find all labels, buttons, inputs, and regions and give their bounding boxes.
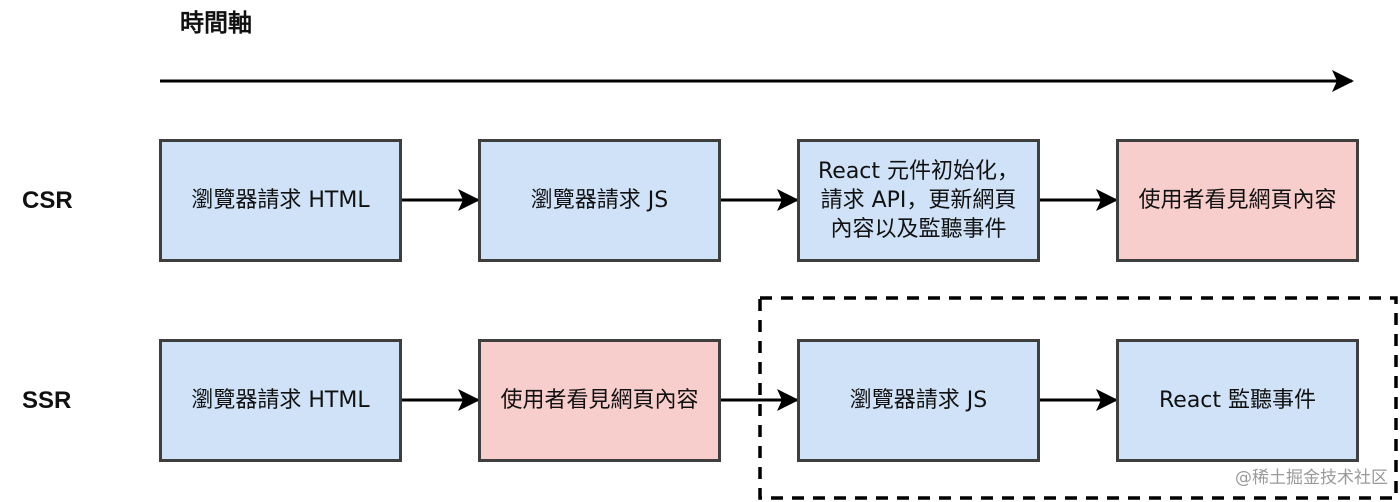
watermark: @稀土掘金技术社区: [1235, 468, 1388, 488]
timeline-title: 時間軸: [180, 9, 252, 37]
row-label-ssr: SSR: [22, 387, 72, 414]
ssr-step-react-listen-events: React 監聽事件: [1116, 339, 1359, 462]
csr-step-react-init-fetch-api: React 元件初始化， 請求 API，更新網頁 內容以及監聽事件: [797, 139, 1040, 262]
csr-step-user-sees-content: 使用者看見網頁內容: [1116, 139, 1359, 262]
csr-step-browser-request-html: 瀏覽器請求 HTML: [159, 139, 402, 262]
csr-step-browser-request-js: 瀏覽器請求 JS: [478, 139, 721, 262]
ssr-step-browser-request-js: 瀏覽器請求 JS: [797, 339, 1040, 462]
ssr-step-browser-request-html: 瀏覽器請求 HTML: [159, 339, 402, 462]
ssr-step-user-sees-content: 使用者看見網頁內容: [478, 339, 721, 462]
ssr-hydration-dashed-group: [758, 296, 1398, 500]
row-label-csr: CSR: [22, 187, 73, 214]
